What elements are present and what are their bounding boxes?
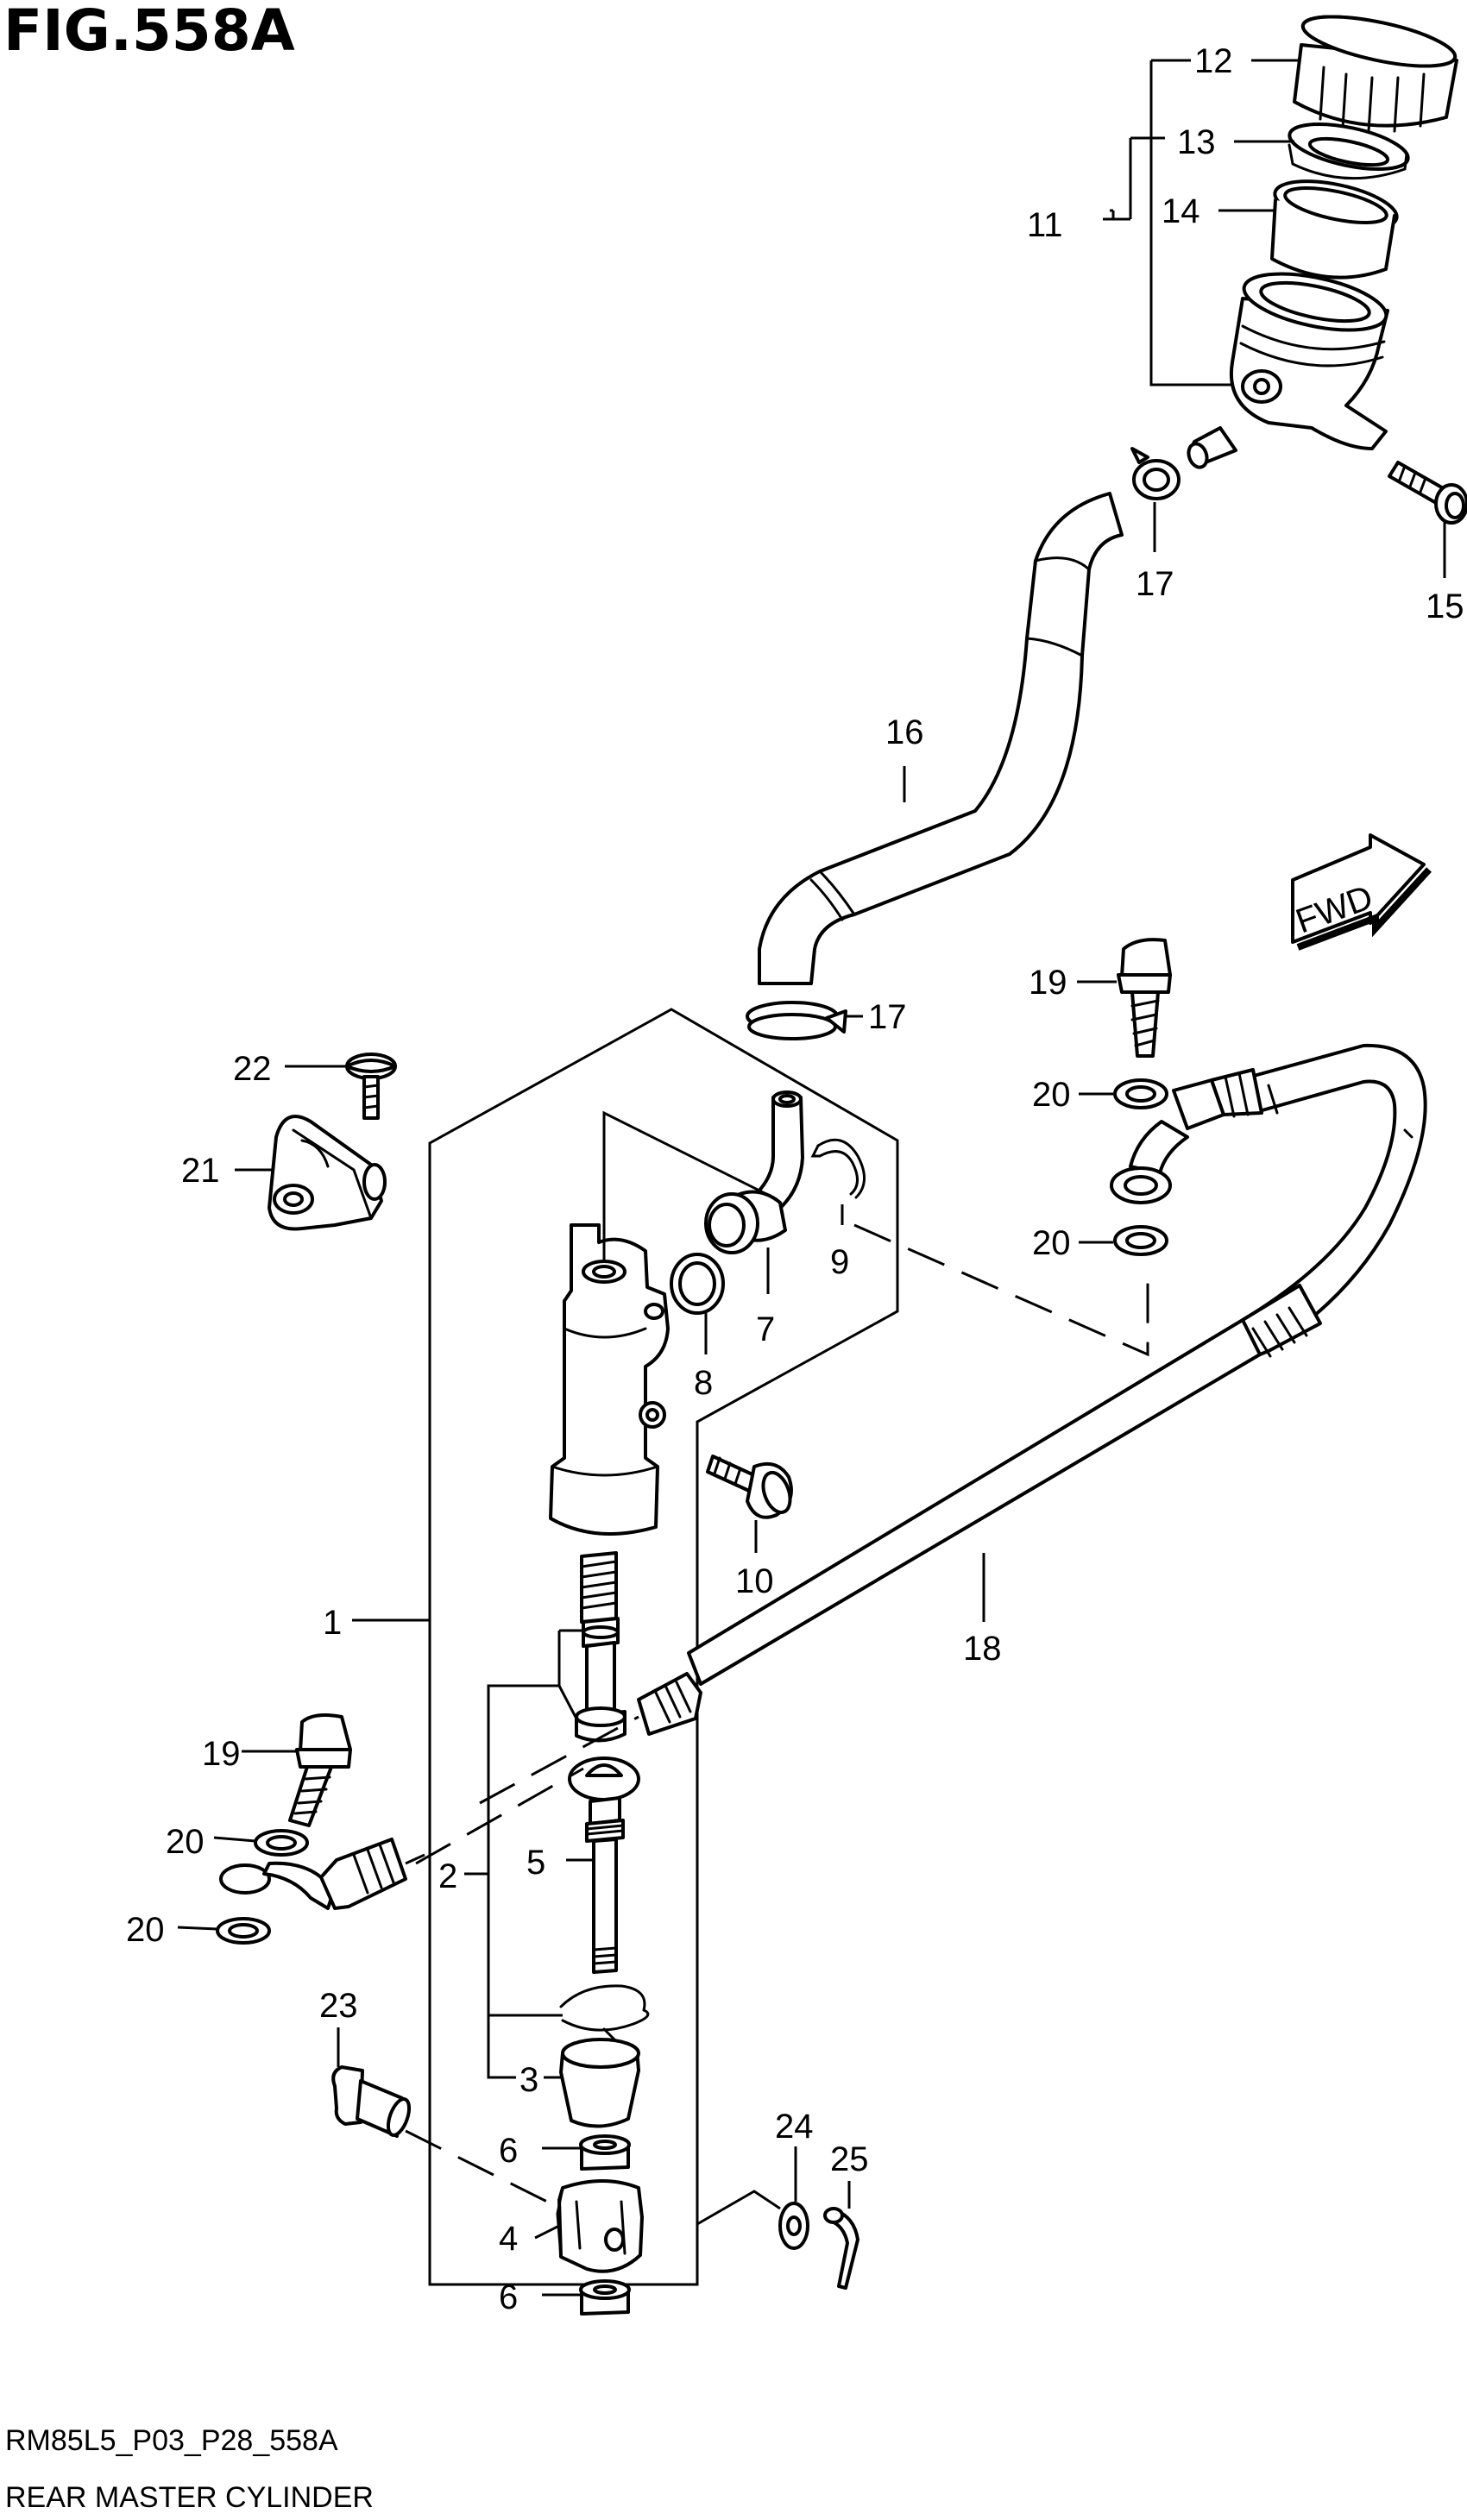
hose-end-left — [219, 1838, 425, 1910]
callout-11: 11 — [1027, 206, 1063, 244]
leader-7-to-cylinder — [602, 1110, 778, 1260]
nut-6-upper — [579, 2134, 631, 2171]
callout-4: 4 — [499, 2220, 518, 2258]
callout-2: 2 — [438, 1857, 457, 1895]
boot-3 — [559, 2038, 640, 2128]
push-rod — [585, 1796, 625, 1974]
diagram-code: RM85L5_P03_P28_558A — [5, 2424, 338, 2457]
diaphragm-plate-13 — [1288, 123, 1410, 180]
callout-19-left: 19 — [202, 1735, 241, 1773]
callout-12: 12 — [1194, 42, 1233, 80]
washer-20-left-lower — [216, 1917, 271, 1945]
callout-14: 14 — [1162, 192, 1200, 230]
callout-21: 21 — [181, 1152, 220, 1190]
leader-clevis-to-pin — [696, 2190, 781, 2226]
callout-7: 7 — [756, 1310, 775, 1348]
assembly-outline-1 — [428, 1008, 899, 2286]
clevis-pin-23 — [331, 2065, 412, 2138]
callout-20-left-upper: 20 — [166, 1823, 205, 1861]
callout-20-right-upper: 20 — [1032, 1076, 1071, 1114]
leader-20-left-lower — [177, 1926, 218, 1931]
spring — [580, 1551, 618, 1624]
clamp-17-lower — [746, 1001, 847, 1040]
callout-8: 8 — [694, 1364, 713, 1402]
bracket-2 — [464, 1629, 583, 2079]
reservoir-body-11 — [1187, 272, 1389, 469]
union-bolt-19-left — [288, 1713, 352, 1827]
circlip-9 — [810, 1138, 866, 1199]
callout-10: 10 — [735, 1562, 774, 1600]
leader-20-left-upper — [213, 1836, 256, 1843]
dash-left-banjo — [415, 1767, 584, 1865]
dash-left-banjo-2 — [479, 1715, 639, 1805]
callout-1: 1 — [323, 1604, 342, 1642]
callout-15: 15 — [1426, 588, 1464, 625]
callout-22: 22 — [233, 1050, 272, 1088]
piston — [575, 1641, 626, 1743]
push-rod-washer — [568, 1756, 640, 1801]
callout-9: 9 — [830, 1243, 849, 1281]
dash-clevis-pin — [405, 2129, 562, 2210]
bracket-21 — [268, 1115, 387, 1231]
bolt-15 — [1388, 461, 1467, 525]
fwd-arrow: FWD — [1291, 833, 1432, 951]
washer-24 — [778, 2202, 809, 2250]
dash-fitting-to-banjo — [853, 1223, 1149, 1357]
boot-circlip — [559, 1984, 650, 2043]
callout-5: 5 — [526, 1844, 545, 1882]
callout-6-upper: 6 — [499, 2132, 518, 2170]
callout-24: 24 — [775, 2108, 814, 2146]
callout-18: 18 — [963, 1630, 1002, 1668]
reservoir-cap-12 — [1293, 15, 1458, 133]
leader-4 — [534, 2224, 560, 2240]
figure-title: FIG.558A — [3, 0, 295, 64]
callout-17-upper: 17 — [1136, 565, 1174, 603]
bolt-10 — [706, 1455, 793, 1519]
brake-hose-18 — [687, 1043, 1427, 1686]
callout-3: 3 — [519, 2061, 538, 2099]
washer-20-left-upper — [254, 1829, 309, 1857]
callout-19-right: 19 — [1029, 964, 1067, 1002]
callout-16: 16 — [885, 713, 924, 751]
union-bolt-19-right — [1117, 938, 1172, 1058]
clevis-4 — [556, 2179, 644, 2273]
diaphragm-14 — [1270, 179, 1399, 280]
nut-6-lower — [579, 2279, 631, 2316]
callout-25: 25 — [830, 2140, 869, 2178]
primary-cup — [582, 1617, 620, 1648]
cotter-pin-25 — [823, 2207, 859, 2290]
o-ring-8 — [670, 1253, 725, 1315]
callout-23: 23 — [319, 1987, 358, 2025]
washer-20-right-lower — [1113, 1225, 1168, 1256]
brake-hose-end-fitting — [637, 1672, 702, 1736]
master-cylinder-body — [549, 1223, 670, 1536]
clamp-17-upper — [1130, 447, 1181, 500]
callout-17-lower: 17 — [868, 998, 907, 1036]
callout-13: 13 — [1177, 123, 1216, 161]
callout-20-right-lower: 20 — [1032, 1224, 1071, 1262]
reservoir-hose-16 — [758, 492, 1124, 985]
screw-22 — [345, 1053, 397, 1120]
hose-fitting-7 — [704, 1090, 804, 1254]
diagram-caption: REAR MASTER CYLINDER — [5, 2481, 374, 2514]
leader-11-trunk — [1103, 60, 1153, 385]
callout-20-left-lower: 20 — [126, 1911, 165, 1949]
washer-20-right-upper — [1113, 1078, 1168, 1109]
callout-6-lower: 6 — [499, 2278, 518, 2316]
